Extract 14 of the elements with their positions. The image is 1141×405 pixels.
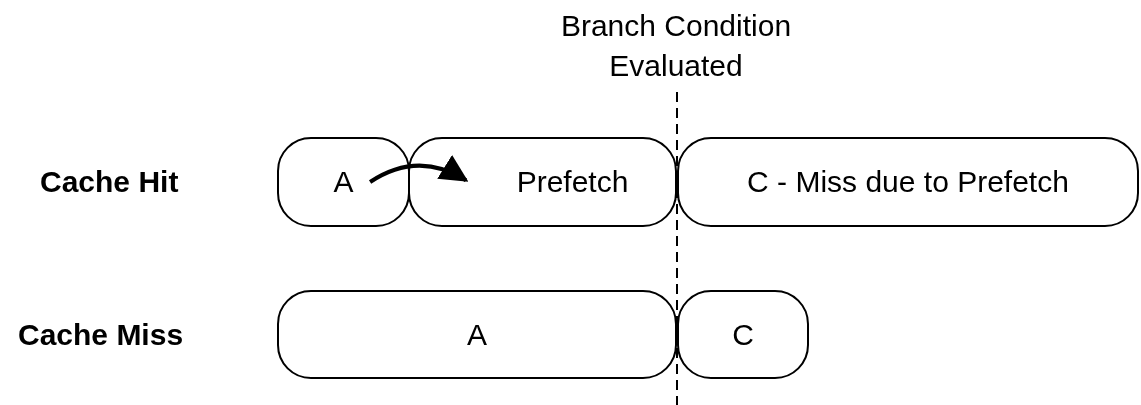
slot-label: A [333,165,354,199]
row-label: Cache Hit [40,165,179,199]
arrow [369,155,469,184]
time-slot-box [677,290,809,379]
time-slot-box [277,290,677,379]
slot-label: C - Miss due to Prefetch [747,165,1069,199]
time-slot-box [677,137,1139,227]
time-slot-box [408,137,677,227]
slot-label: Prefetch [516,165,629,199]
slot-label: A [467,317,487,352]
row-label: Cache Miss [18,318,184,352]
slot-label: C [732,317,754,352]
timeline-marker-label: Branch Condition Evaluated [559,8,793,84]
time-slot-box [277,137,410,227]
